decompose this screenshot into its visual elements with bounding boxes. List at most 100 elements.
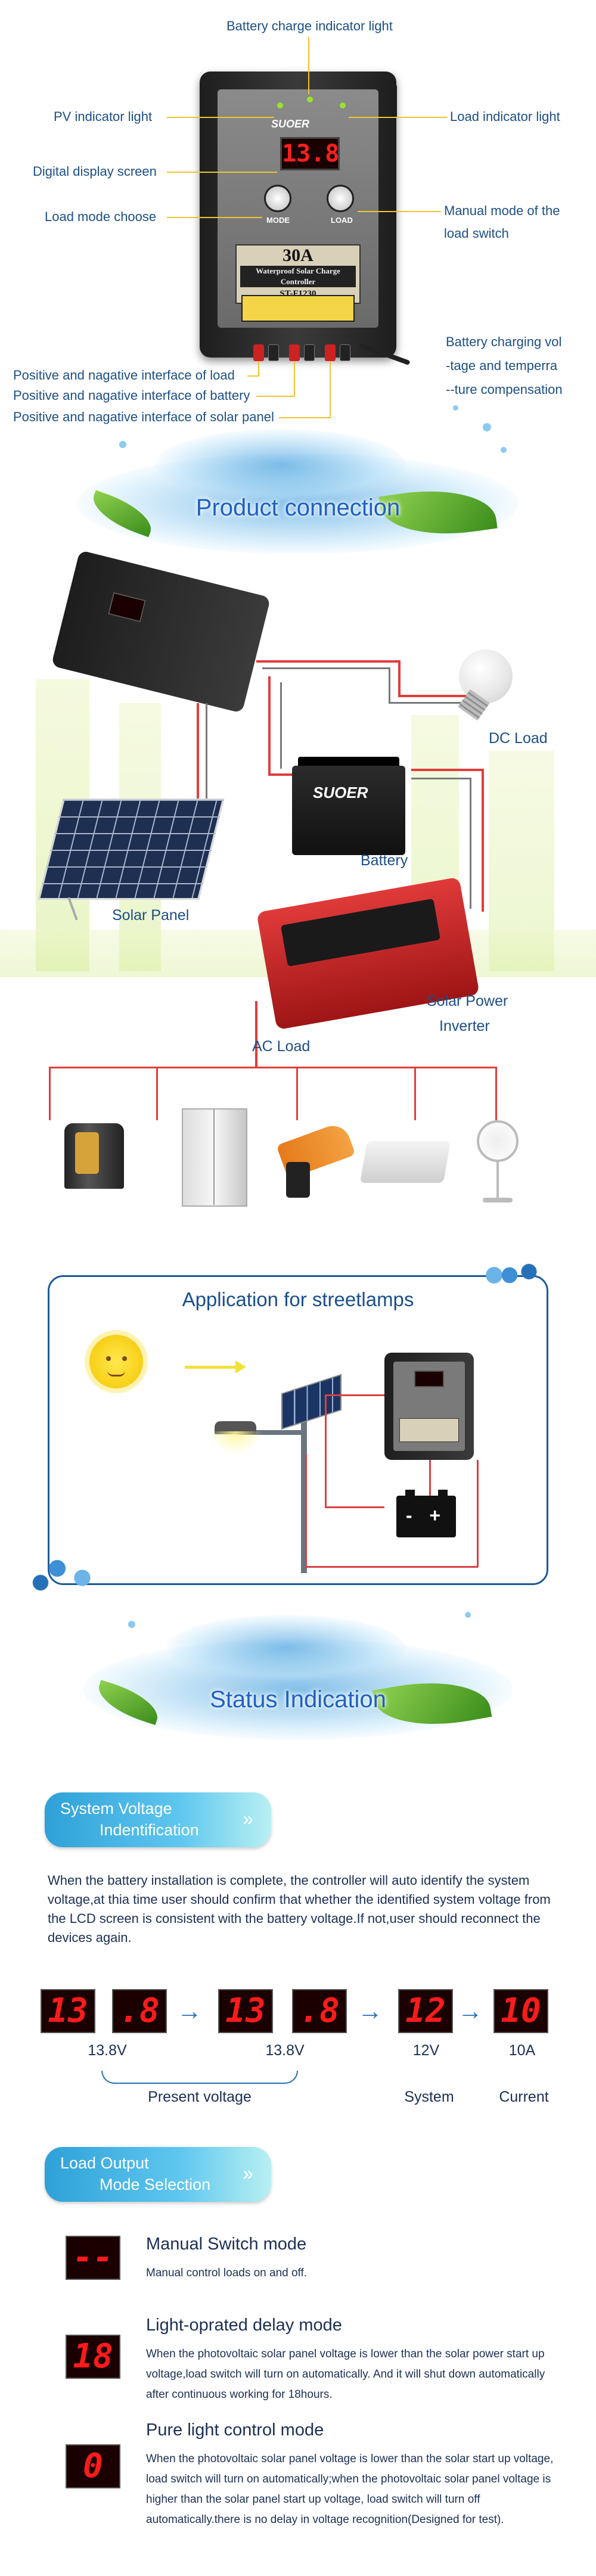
leader-line [167,117,274,118]
mode-display-pure-light: 0 [66,2444,120,2488]
wire [411,769,483,771]
background-building [489,751,554,971]
solar-terminal-positive [325,344,336,361]
label-battery-voltage-3: --ture compensation [446,382,563,397]
caption-current: 10A [508,2042,536,2059]
label-battery-voltage-2: -tage and temperra [446,358,558,373]
fan-stand [496,1162,499,1198]
system-voltage-pill-line1: System Voltage [60,1800,172,1817]
rice-cooker-panel [75,1132,99,1174]
sunlight-arrow-head [235,1360,246,1374]
solar-terminal-negative [340,344,350,361]
load-button-label: LOAD [331,216,353,225]
display-present-voltage-1a: 13 [41,1989,95,2033]
circuit-wire [429,1460,431,1496]
wire [268,676,271,775]
label-load-indicator: Load indicator light [450,109,560,124]
streetlamp-battery-icon [396,1496,456,1537]
warning-plate [241,295,355,322]
circuit-wire [305,1454,307,1567]
lamp-glow [209,1431,262,1455]
leader-line [279,417,331,418]
circuit-wire [325,1506,384,1508]
chevron-right-icon: » [243,2162,253,2184]
section-title-product-connection: Product connection [195,495,401,521]
leader-line [308,37,309,94]
leader-line [349,117,447,118]
caption-voltage-1: 13.8V [88,2042,127,2059]
wire [398,695,476,697]
circuit-wire [325,1394,384,1396]
label-interface-load: Positive and nagative interface of load [13,368,235,383]
chevron-right-icon: » [243,1808,253,1829]
sun-icon [89,1335,143,1388]
present-voltage-bracket [101,2071,298,2084]
mode-knob-label: MODE [266,216,290,225]
mode-knob[interactable] [264,185,291,212]
display-current: 10 [493,1989,548,2033]
wire [482,769,484,912]
caption-current-label: Current [499,2089,549,2105]
label-dc-load: DC Load [489,730,548,747]
mode-display-manual: -- [66,2236,120,2280]
streetlamp-pole [301,1400,307,1573]
wire [49,1067,497,1068]
solar-panel-grid [38,798,225,900]
flower-decoration [471,1257,548,1293]
caption-present-voltage: Present voltage [148,2089,252,2105]
pv-indicator-led [277,102,283,108]
label-pv-indicator: PV indicator light [54,109,153,124]
arrow-right-icon: → [177,1997,202,2025]
system-voltage-pill: System Voltage Indentification » [45,1792,271,1847]
mode-desc-manual: Manual control loads on and off. [146,2267,308,2279]
label-ac-load: AC Load [252,1038,311,1055]
label-manual-mode-2: load switch [444,226,509,241]
refrigerator-image [182,1108,247,1207]
load-indicator-led [340,102,346,108]
circuit-wire [477,1460,479,1567]
label-manual-mode-1: Manual mode of the [444,203,560,218]
digital-display: 13.8 [280,137,340,170]
mode-desc-pure-light: When the photovoltaic solar panel voltag… [146,2453,554,2526]
label-inverter-2: Inverter [439,1018,490,1034]
wire [255,1001,257,1067]
battery-terminal-positive [289,344,300,361]
leader-line [247,375,259,377]
caption-system-voltage: 12V [412,2042,440,2059]
drill-handle [286,1162,310,1198]
streetlamp-controller-plate [399,1418,459,1442]
display-present-voltage-1b: .8 [112,1989,167,2033]
wire [389,702,472,704]
wire [280,682,282,769]
battery-indicator-led [307,97,313,102]
streetlamp-head [215,1421,256,1434]
system-voltage-description: When the battery installation is complet… [48,1873,551,1945]
wire [268,773,304,776]
load-output-pill-line2: Mode Selection [100,2176,211,2193]
display-present-voltage-2b: .8 [292,1989,347,2033]
display-system-voltage: 12 [398,1989,453,2033]
streetlamp-controller-display [414,1371,444,1387]
leader-line [167,172,277,173]
label-battery: Battery [361,852,408,869]
label-battery-charge-indicator: Battery charge indicator light [226,18,393,33]
system-voltage-pill-line2: Indentification [100,1821,199,1839]
load-button[interactable] [327,185,354,212]
refrigerator-door-line [213,1110,215,1205]
wire [411,778,471,779]
wire [470,778,471,909]
caption-system: System [404,2089,454,2105]
section-title-status-indication: Status Indication [210,1686,386,1713]
wire [49,1067,51,1120]
device-brand: SUOER [271,118,310,130]
wire [206,703,207,846]
circuit-wire [305,1566,478,1568]
mode-title-delay: Light-oprated delay mode [146,2316,342,2335]
wire [296,1067,298,1120]
display-present-voltage-2a: 13 [218,1989,273,2033]
battery-image [292,766,405,855]
leader-line [294,361,295,397]
mode-display-delay: 18 [66,2335,120,2379]
load-output-pill-line1: Load Output [60,2154,149,2172]
wire [256,660,399,663]
